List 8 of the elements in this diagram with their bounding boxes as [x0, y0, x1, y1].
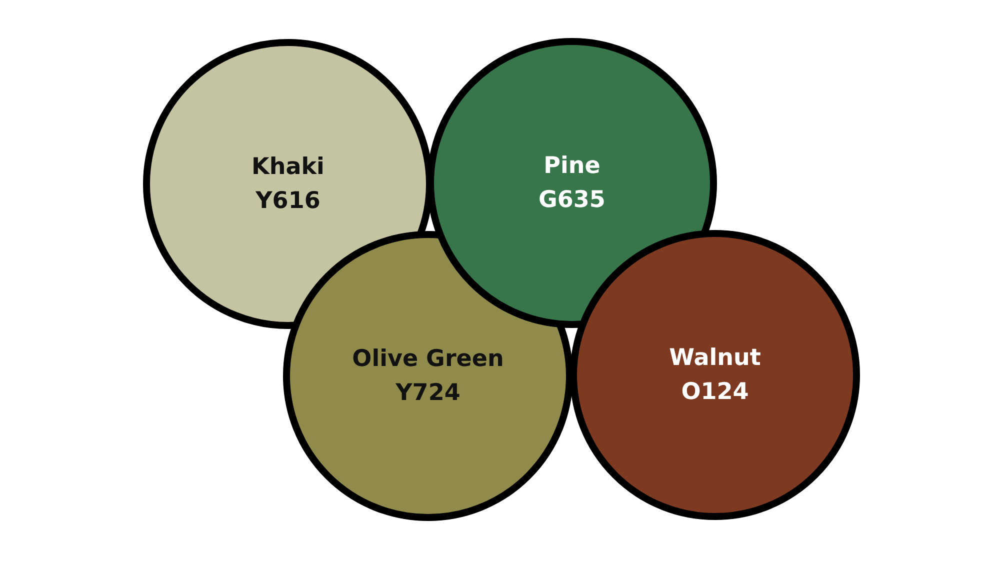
color-name: Olive Green — [352, 345, 504, 374]
color-code: Y724 — [396, 379, 460, 408]
color-name: Khaki — [252, 153, 324, 182]
color-code: Y616 — [256, 187, 320, 216]
color-name: Walnut — [669, 344, 761, 373]
color-code: O124 — [681, 378, 749, 407]
color-name: Pine — [544, 152, 600, 181]
color-code: G635 — [538, 186, 606, 215]
